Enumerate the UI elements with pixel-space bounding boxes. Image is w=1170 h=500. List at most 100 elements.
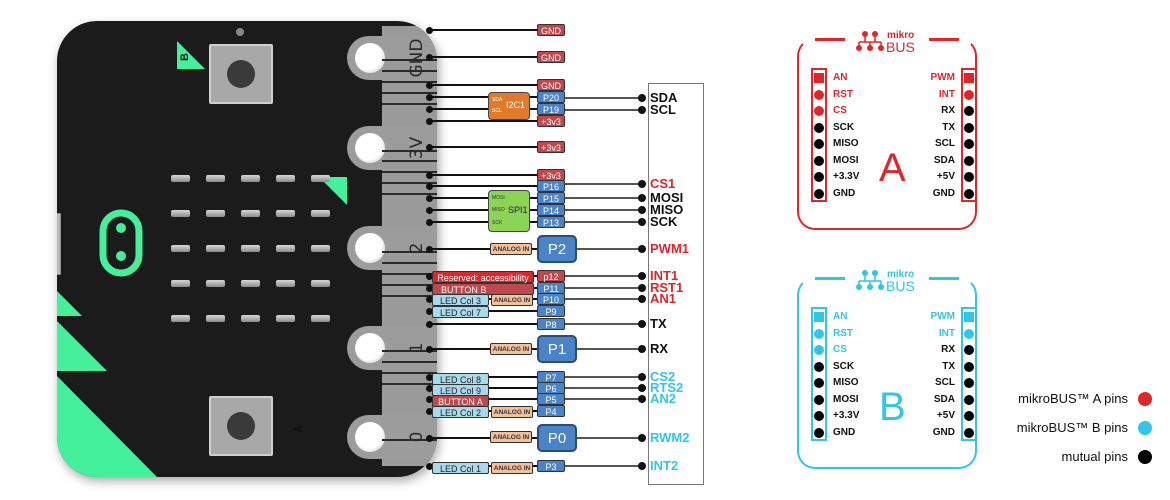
pin-tag: p12 [537, 270, 565, 282]
wire-dot [426, 144, 433, 151]
pin-square [964, 312, 974, 322]
pin-header-left [811, 307, 827, 441]
right-pin-label: TX [942, 360, 955, 372]
green-triangle [57, 376, 157, 477]
usb-connector [57, 213, 61, 275]
wire-dot [426, 54, 433, 61]
left-pin-label: +3.3V [833, 171, 860, 182]
signal-wire [565, 287, 642, 289]
reserved-accessibility-tag: Reserved: accessibility [432, 271, 534, 283]
wire-dot [426, 435, 433, 442]
led [171, 210, 190, 217]
pin-tag: P13 [537, 216, 565, 228]
pin-dot [814, 328, 824, 339]
green-triangle [57, 321, 107, 371]
button-b[interactable] [209, 44, 273, 104]
pin-dot [964, 155, 974, 166]
signal-wire [565, 298, 642, 300]
pin-square [814, 312, 824, 322]
signal-label: CS1 [650, 176, 676, 191]
signal-wire [577, 248, 642, 250]
pin-tag: GND [537, 51, 565, 63]
i2c-block: SDA SCL I2C1 [488, 92, 530, 120]
button-a-label: A [292, 425, 305, 433]
wire-dot [426, 195, 433, 202]
frame-edge [929, 38, 959, 41]
wire [430, 348, 537, 350]
signal-wire [565, 183, 642, 185]
led [206, 280, 225, 287]
pin-dot [814, 188, 824, 199]
wire-dot [426, 346, 433, 353]
pin-dot [964, 394, 974, 405]
edge-stripe [382, 284, 437, 286]
pin-dot [814, 122, 824, 133]
right-pin-label: SCL [935, 377, 955, 388]
wire [430, 437, 537, 439]
wire [430, 96, 537, 98]
signal-label: SCK [650, 214, 678, 229]
right-pin-label: +5V [936, 410, 955, 421]
spi-title: SPI1 [508, 205, 528, 215]
led [171, 315, 190, 322]
led-col-1-tag: LED Col 1 [432, 462, 489, 474]
led [241, 175, 260, 182]
green-triangle [57, 291, 82, 316]
right-pin-label: PWM [930, 311, 955, 322]
signal-dot [638, 320, 646, 328]
led [276, 245, 295, 252]
pin-dot [964, 188, 974, 199]
signal-label: RTS2 [650, 380, 684, 395]
left-pin-label: CS [833, 344, 847, 355]
led [241, 280, 260, 287]
click-connector-box [648, 83, 704, 485]
signal-wire [565, 323, 642, 325]
signal-dot [638, 462, 646, 470]
signal-wire [565, 376, 642, 378]
signal-dot [638, 384, 646, 392]
wire-dot [426, 183, 433, 190]
led-col-3-tag: LED Col 3 [432, 294, 489, 306]
wire [430, 56, 537, 58]
signal-dot [638, 272, 646, 280]
wire-dot [426, 273, 433, 280]
pin-p2: P2 [537, 235, 577, 263]
signal-label: MOSI [650, 190, 684, 205]
led [311, 280, 330, 287]
signal-label: AN2 [650, 391, 677, 406]
wire [430, 323, 537, 325]
analog-in-tag: ANALOG IN [490, 431, 532, 443]
pin-dot [814, 155, 824, 166]
pin-dot [814, 106, 824, 116]
edge-stripe [382, 150, 437, 152]
edge-stripe [382, 383, 437, 385]
signal-label: MISO [650, 202, 684, 217]
left-pin-label: SCK [833, 360, 855, 372]
left-pin-label: SCK [833, 121, 855, 133]
pin-tag: P8 [537, 318, 565, 330]
led [311, 210, 330, 217]
board-decoration [57, 28, 347, 477]
left-pin-label: RST [833, 88, 853, 100]
mikrobus-brand-bottom: BUS [886, 278, 915, 294]
wire [430, 221, 537, 223]
wire-dot [426, 385, 433, 392]
wire [430, 29, 537, 31]
pin-header-left [811, 68, 827, 202]
edge-stripe [382, 372, 437, 374]
edge-stripe [382, 350, 437, 352]
led [276, 175, 295, 182]
signal-label: SDA [650, 90, 678, 105]
signal-wire [565, 465, 642, 467]
edge-stripe [382, 251, 437, 253]
signal-dot [638, 434, 646, 442]
button-a[interactable] [209, 396, 273, 456]
pin-tag: P19 [537, 103, 565, 115]
pin-tag: P9 [537, 305, 565, 317]
right-pin-label: PWM [930, 72, 955, 83]
right-pin-label: GND [932, 187, 955, 199]
pin-dot [964, 106, 974, 116]
legend-label: mikroBUS™ B pins [1016, 420, 1128, 435]
edge-stripe [382, 92, 437, 94]
led [206, 210, 225, 217]
